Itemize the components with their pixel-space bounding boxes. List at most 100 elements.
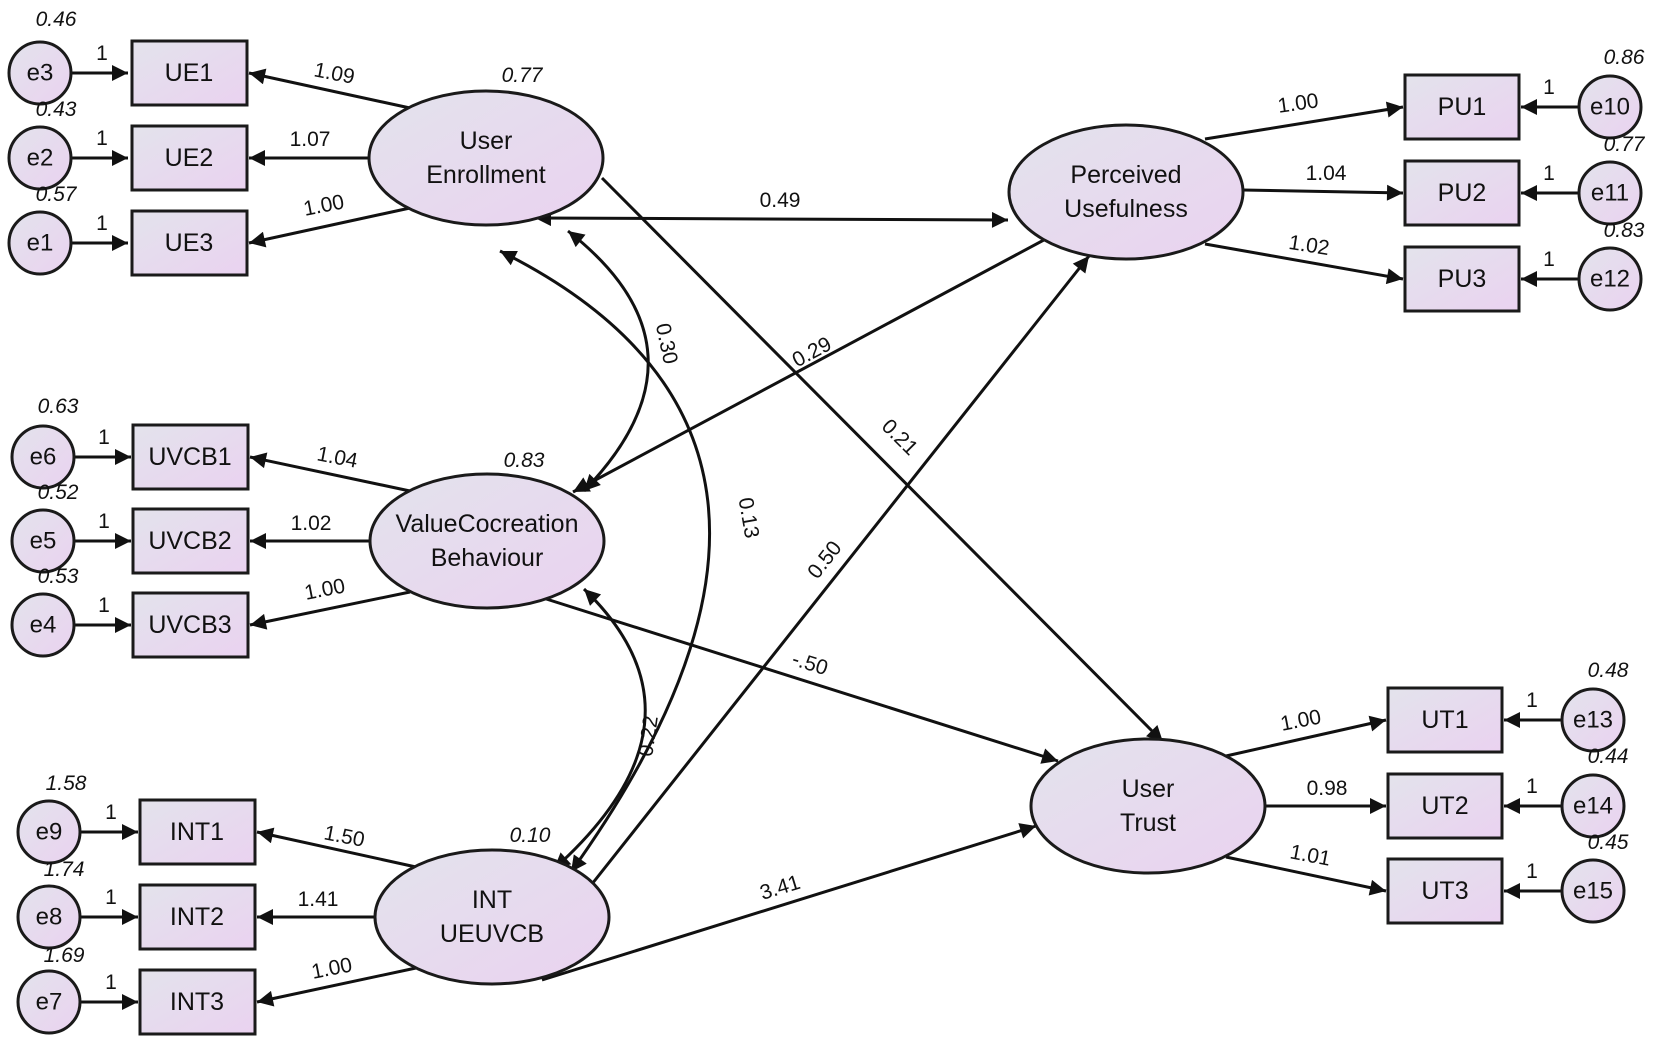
path-UVCB-UT — [539, 595, 1059, 764]
fixed-path-e10: 1 — [1543, 76, 1555, 99]
latent-UE-label-line1: User — [460, 127, 513, 155]
loading-UT-UT3 — [1225, 855, 1387, 896]
error-e11-label: e11 — [1591, 180, 1629, 207]
error-e6-label: e6 — [30, 444, 57, 471]
fixed-path-e14: 1 — [1526, 775, 1538, 798]
loading-UT1-label: 1.00 — [1279, 705, 1324, 735]
latent-INT-label-line1: INT — [472, 886, 512, 914]
fixed-path-e2: 1 — [96, 127, 108, 150]
indicator-UVCB3-box — [131, 591, 250, 659]
indicator-INT2-box — [138, 883, 257, 951]
cov-UVCB-INT — [552, 587, 647, 871]
loading-PU-PU1 — [1204, 101, 1404, 141]
error-e8-variance: 1.74 — [44, 858, 85, 881]
fixed-path-e6: 1 — [98, 426, 110, 449]
fixed-path-e9: 1 — [105, 801, 117, 824]
loading-UE2-label: 1.07 — [290, 128, 331, 151]
error-e4-circle — [10, 592, 76, 658]
path-UE-PU — [534, 210, 1009, 228]
error-e14-label: e14 — [1573, 793, 1613, 820]
latent-PU-ellipse — [1007, 123, 1245, 261]
error-e12-label: e12 — [1590, 266, 1630, 293]
loading-INT-INT3 — [256, 966, 417, 1007]
loading-UT3-label: 1.01 — [1288, 840, 1333, 870]
indicator-UT3-box — [1386, 857, 1504, 925]
error-e4-label: e4 — [30, 612, 57, 639]
structural-INT-PU-label: 0.50 — [803, 537, 846, 583]
loading-UE3-label: 1.00 — [302, 190, 347, 220]
indicator-UVCB1-label: UVCB1 — [148, 443, 231, 471]
covariance-UE-UVCB-label: 0.30 — [651, 321, 682, 366]
structural-UVCB-UT-label: -.50 — [789, 647, 830, 680]
error-e8-label: e8 — [36, 904, 63, 931]
error-e15-label: e15 — [1573, 878, 1613, 905]
error-e12-circle — [1577, 246, 1643, 312]
loading-UE-UE3 — [248, 206, 411, 248]
latent-UE-label-line2: Enrollment — [426, 161, 546, 189]
indicator-UT2-box — [1386, 772, 1504, 840]
latent-UT-label-line1: User — [1122, 775, 1175, 803]
structural-UVCB-PU-label: 0.29 — [789, 333, 836, 372]
error-e12-variance: 0.83 — [1604, 219, 1645, 242]
indicator-UE3-label: UE3 — [165, 229, 214, 257]
loading-UT-UT1 — [1225, 715, 1387, 758]
error-e14-variance: 0.44 — [1588, 745, 1629, 768]
indicator-UT1-box — [1386, 686, 1504, 754]
indicator-PU2-box — [1403, 159, 1521, 227]
error-e13-variance: 0.48 — [1588, 659, 1629, 682]
error-e7-label: e7 — [36, 989, 63, 1016]
path-UVCB-PU — [572, 224, 1071, 494]
loading-INT3-label: 1.00 — [310, 953, 355, 983]
indicator-UE1-label: UE1 — [165, 59, 214, 87]
indicator-PU1-box — [1403, 73, 1521, 141]
indicator-UT3-label: UT3 — [1421, 877, 1468, 905]
latent-UVCB-variance: 0.83 — [504, 449, 545, 472]
latent-UVCB-label-line1: ValueCocreation — [396, 510, 579, 538]
indicator-UT2-label: UT2 — [1421, 792, 1468, 820]
indicator-UVCB2-box — [131, 507, 250, 575]
loading-UE-UE1 — [248, 68, 411, 110]
indicator-PU3-label: PU3 — [1438, 265, 1487, 293]
error-e2-label: e2 — [27, 145, 54, 172]
error-e5-label: e5 — [30, 528, 57, 555]
error-e1-variance: 0.57 — [36, 183, 78, 206]
fixed-path-e15: 1 — [1526, 860, 1538, 883]
indicator-INT3-box — [138, 968, 257, 1036]
error-e15-variance: 0.45 — [1588, 831, 1629, 854]
indicator-UVCB2-label: UVCB2 — [148, 527, 231, 555]
latent-UT-label-line2: Trust — [1120, 809, 1176, 837]
loading-UVCB-UVCB3 — [249, 590, 411, 630]
cov-UE-UVCB — [567, 229, 650, 493]
loading-INT2-label: 1.41 — [298, 888, 339, 911]
latent-INT-label-line2: UEUVCB — [440, 920, 544, 948]
cov-UE-INT — [499, 249, 711, 873]
error-e7-circle — [16, 969, 82, 1035]
error-e9-circle — [16, 799, 82, 865]
indicator-PU1-label: PU1 — [1438, 93, 1487, 121]
error-e5-variance: 0.52 — [38, 481, 79, 504]
covariance-UE-INT-label: 0.13 — [734, 496, 764, 540]
latent-INT-ellipse — [373, 848, 611, 986]
loading-UT2-label: 0.98 — [1307, 777, 1348, 800]
latent-UE-variance: 0.77 — [502, 64, 544, 87]
error-e10-variance: 0.86 — [1604, 46, 1645, 69]
error-e3-circle — [7, 40, 73, 106]
fixed-path-e12: 1 — [1543, 248, 1555, 271]
fixed-path-e7: 1 — [105, 971, 117, 994]
error-e9-label: e9 — [36, 819, 63, 846]
loading-UVCB-UVCB1 — [249, 452, 411, 493]
error-e11-circle — [1577, 160, 1643, 226]
indicator-INT3-label: INT3 — [170, 988, 224, 1016]
indicator-PU2-label: PU2 — [1438, 179, 1487, 207]
error-e2-circle — [7, 125, 73, 191]
error-e2-variance: 0.43 — [36, 98, 77, 121]
loading-UE1-label: 1.09 — [312, 58, 357, 88]
fixed-path-e1: 1 — [96, 212, 108, 235]
fixed-path-e3: 1 — [96, 42, 108, 65]
indicator-UT1-label: UT1 — [1421, 706, 1468, 734]
error-e15-circle — [1560, 858, 1626, 924]
indicator-UE2-label: UE2 — [165, 144, 214, 172]
latent-UT-ellipse — [1029, 737, 1267, 875]
indicator-UE3-box — [130, 209, 249, 277]
